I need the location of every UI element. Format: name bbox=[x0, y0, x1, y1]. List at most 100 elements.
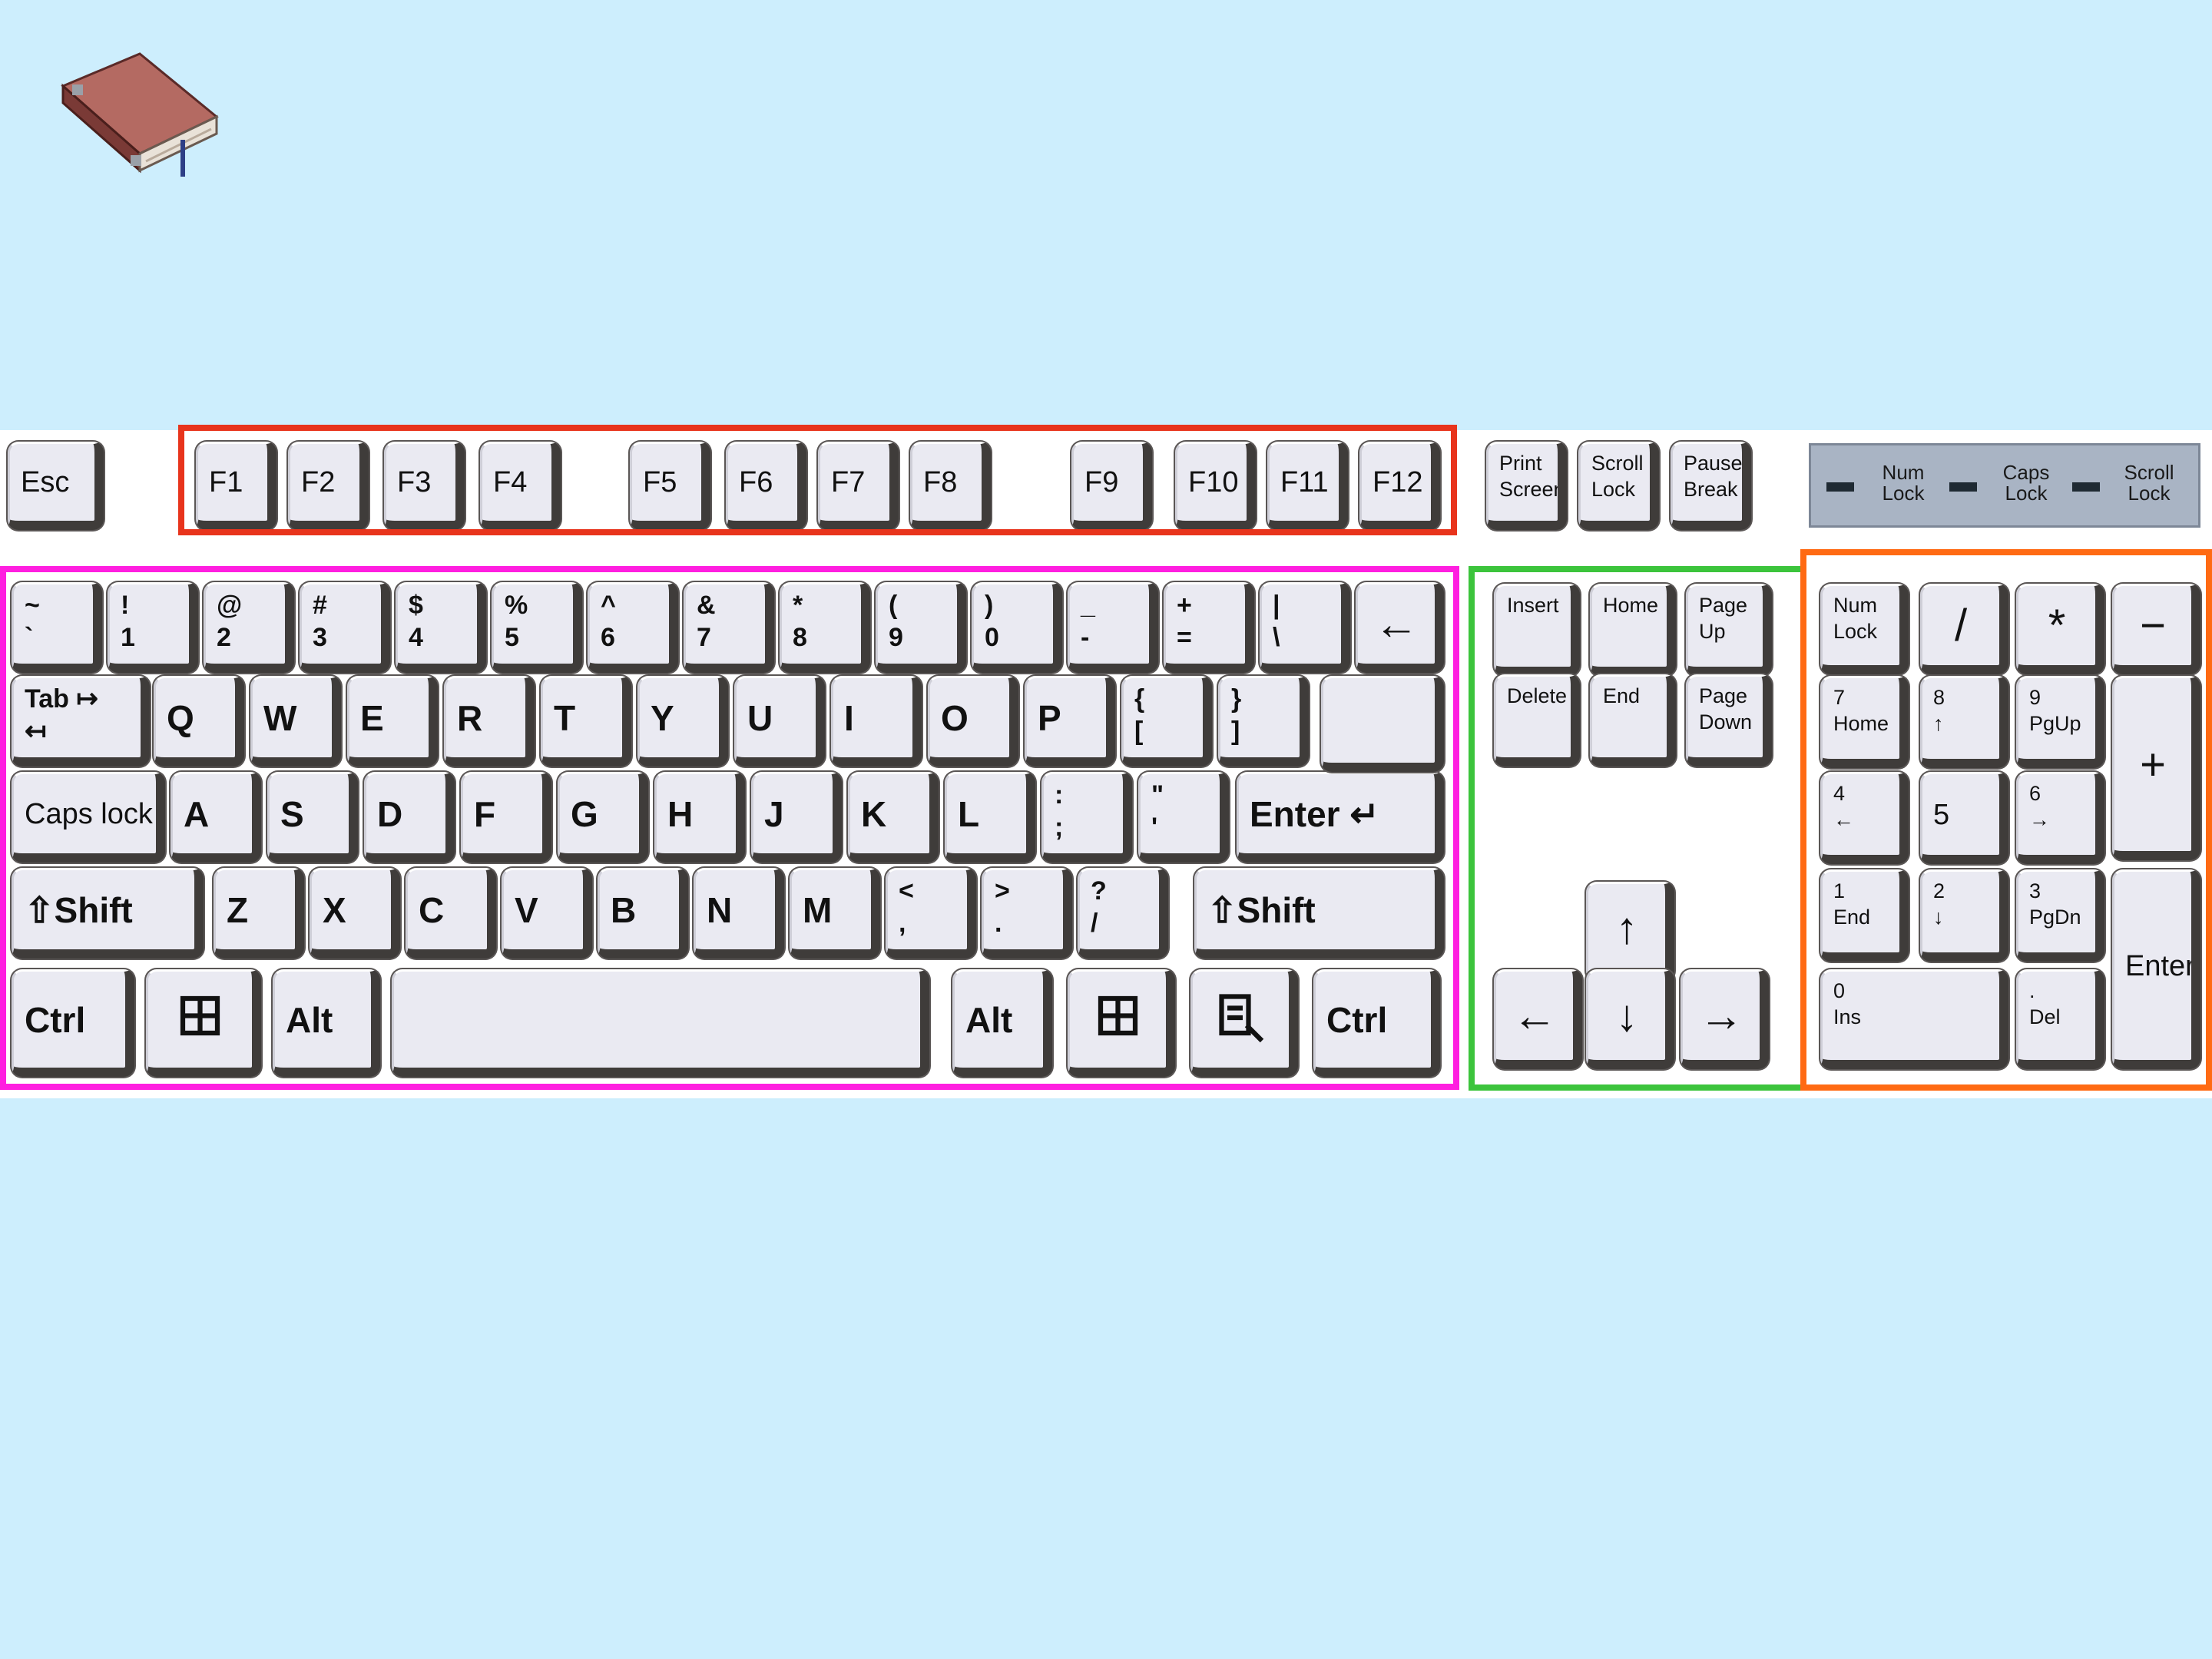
numpad-blank-key[interactable]: − bbox=[2112, 584, 2200, 674]
typing-u-key[interactable]: U bbox=[734, 676, 825, 767]
typing-0-key[interactable]: )0 bbox=[972, 582, 1062, 673]
f2-key[interactable]: F2 bbox=[288, 442, 369, 530]
typing-tab-key[interactable]: Tab ↦↤ bbox=[12, 676, 150, 767]
typing-q-key[interactable]: Q bbox=[154, 676, 244, 767]
esc-key[interactable]: Esc bbox=[8, 442, 104, 530]
f5-key[interactable]: F5 bbox=[630, 442, 710, 530]
numpad-6-key[interactable]: 6→ bbox=[2016, 772, 2104, 864]
typing-y-key[interactable]: Y bbox=[637, 676, 728, 767]
typing-blank-key[interactable]: {[ bbox=[1121, 676, 1212, 767]
typing-5-key[interactable]: %5 bbox=[492, 582, 582, 673]
typing-m-key[interactable]: M bbox=[790, 868, 880, 959]
typing-blank-key[interactable]: |\ bbox=[1260, 582, 1350, 673]
typing-w-key[interactable]: W bbox=[250, 676, 341, 767]
typing-blank-key[interactable]: ← bbox=[1356, 582, 1444, 673]
f10-key[interactable]: F10 bbox=[1175, 442, 1256, 530]
f9-key[interactable]: F9 bbox=[1071, 442, 1152, 530]
typing-n-key[interactable]: N bbox=[694, 868, 784, 959]
end-key[interactable]: End bbox=[1590, 674, 1676, 767]
typing-blank-key[interactable]: ?/ bbox=[1078, 868, 1168, 959]
f12-key[interactable]: F12 bbox=[1359, 442, 1440, 530]
f7-key[interactable]: F7 bbox=[818, 442, 899, 530]
typing-f-key[interactable]: F bbox=[461, 772, 551, 863]
delete-key[interactable]: Delete bbox=[1494, 674, 1580, 767]
left-ctrl-key[interactable]: Ctrl bbox=[12, 969, 134, 1077]
typing-blank-key[interactable]: "' bbox=[1138, 772, 1229, 863]
right-ctrl-key[interactable]: Ctrl bbox=[1313, 969, 1440, 1077]
typing-enter-key[interactable]: Enter ↵ bbox=[1237, 772, 1444, 863]
f8-key[interactable]: F8 bbox=[910, 442, 991, 530]
typing-t-key[interactable]: T bbox=[541, 676, 631, 767]
typing-v-key[interactable]: V bbox=[502, 868, 592, 959]
typing-1-key[interactable]: !1 bbox=[108, 582, 198, 673]
typing-a-key[interactable]: A bbox=[171, 772, 261, 863]
typing-blank-key[interactable]: >. bbox=[982, 868, 1072, 959]
typing-d-key[interactable]: D bbox=[364, 772, 455, 863]
numpad-enter-key[interactable]: Enter bbox=[2112, 869, 2200, 1069]
enter-key-upper[interactable] bbox=[1321, 676, 1444, 772]
left-alt-key[interactable]: Alt bbox=[273, 969, 380, 1077]
numpad-4-key[interactable]: 4← bbox=[1820, 772, 1909, 864]
numpad-blank-key[interactable]: / bbox=[1920, 584, 2008, 674]
insert-key[interactable]: Insert bbox=[1494, 584, 1580, 676]
numpad-5-key[interactable]: 5 bbox=[1920, 772, 2008, 864]
menu-key[interactable] bbox=[1190, 969, 1298, 1077]
typing-2-key[interactable]: @2 bbox=[204, 582, 294, 673]
typing-9-key[interactable]: (9 bbox=[876, 582, 966, 673]
right-windows-key[interactable] bbox=[1068, 969, 1175, 1077]
typing-shift-key[interactable]: ⇧Shift bbox=[1194, 868, 1444, 959]
numpad-8-key[interactable]: 8↑ bbox=[1920, 676, 2008, 768]
typing-4-key[interactable]: $4 bbox=[396, 582, 486, 673]
typing-8-key[interactable]: *8 bbox=[780, 582, 870, 673]
typing-r-key[interactable]: R bbox=[444, 676, 535, 767]
typing-b-key[interactable]: B bbox=[598, 868, 688, 959]
typing-x-key[interactable]: X bbox=[310, 868, 400, 959]
numpad-2-key[interactable]: 2↓ bbox=[1920, 869, 2008, 962]
f6-key[interactable]: F6 bbox=[726, 442, 806, 530]
typing-blank-key[interactable]: :; bbox=[1041, 772, 1132, 863]
f1-key[interactable]: F1 bbox=[196, 442, 276, 530]
typing-blank-key[interactable]: ~` bbox=[12, 582, 102, 673]
typing-7-key[interactable]: &7 bbox=[684, 582, 774, 673]
right-alt-key[interactable]: Alt bbox=[952, 969, 1052, 1077]
space-bar[interactable] bbox=[392, 969, 929, 1077]
typing-s-key[interactable]: S bbox=[267, 772, 358, 863]
typing-p-key[interactable]: P bbox=[1025, 676, 1115, 767]
typing-l-key[interactable]: L bbox=[945, 772, 1035, 863]
typing-6-key[interactable]: ^6 bbox=[588, 582, 678, 673]
numpad-blank-key[interactable]: * bbox=[2016, 584, 2104, 674]
typing-shift-key[interactable]: ⇧Shift bbox=[12, 868, 204, 959]
typing-o-key[interactable]: O bbox=[928, 676, 1018, 767]
numpad-del-key[interactable]: .Del bbox=[2016, 969, 2104, 1069]
left-windows-key[interactable] bbox=[146, 969, 261, 1077]
right-arrow-key[interactable]: → bbox=[1681, 969, 1769, 1069]
left-arrow-key[interactable]: ← bbox=[1494, 969, 1582, 1069]
home-key[interactable]: Home bbox=[1590, 584, 1676, 676]
typing-blank-key[interactable]: }] bbox=[1218, 676, 1309, 767]
typing-c-key[interactable]: C bbox=[406, 868, 496, 959]
f11-key[interactable]: F11 bbox=[1267, 442, 1348, 530]
typing-j-key[interactable]: J bbox=[751, 772, 842, 863]
typing-caps-lock-key[interactable]: Caps lock bbox=[12, 772, 165, 863]
f3-key[interactable]: F3 bbox=[384, 442, 465, 530]
typing-blank-key[interactable]: += bbox=[1164, 582, 1254, 673]
typing-3-key[interactable]: #3 bbox=[300, 582, 390, 673]
typing-k-key[interactable]: K bbox=[848, 772, 939, 863]
numpad-blank-key[interactable]: + bbox=[2112, 676, 2200, 860]
typing-e-key[interactable]: E bbox=[347, 676, 438, 767]
typing-i-key[interactable]: I bbox=[831, 676, 922, 767]
down-arrow-key[interactable]: ↓ bbox=[1586, 969, 1674, 1069]
typing-z-key[interactable]: Z bbox=[214, 868, 304, 959]
typing-blank-key[interactable]: <, bbox=[886, 868, 976, 959]
typing-h-key[interactable]: H bbox=[654, 772, 745, 863]
